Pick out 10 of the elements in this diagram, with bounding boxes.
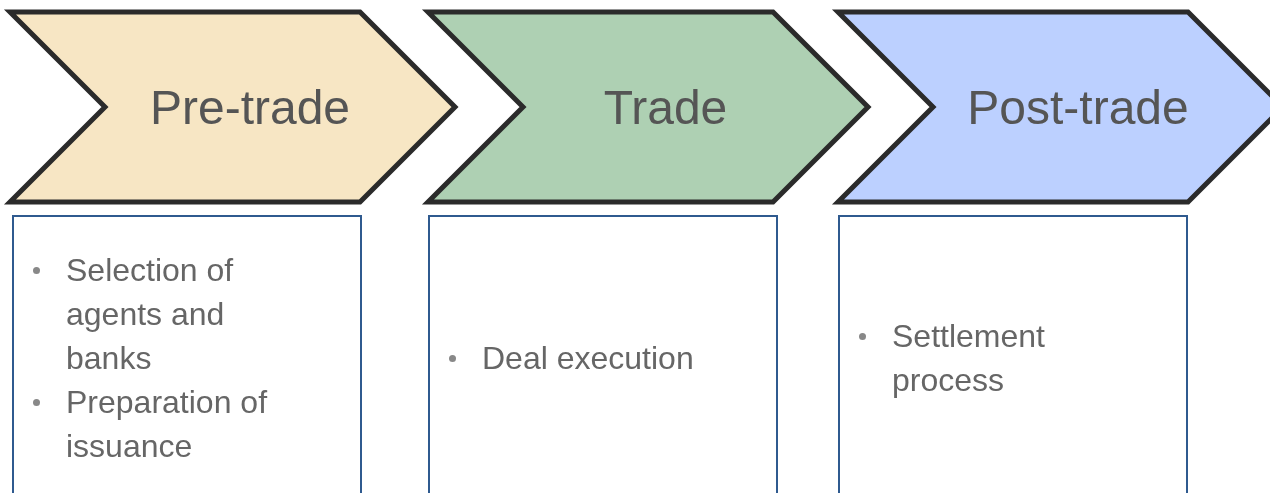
stage-label: Post-trade: [967, 79, 1189, 135]
text-panel: [838, 215, 1188, 493]
bullet-item: Selection of agents and banks: [66, 248, 286, 380]
stage-label: Pre-trade: [149, 79, 351, 135]
text-panel: [12, 215, 362, 493]
stage-label: Trade: [603, 79, 728, 135]
bullet-item: Settlement process: [892, 314, 1112, 402]
text-panel: [428, 215, 778, 493]
bullet-item: Deal execution: [482, 336, 702, 380]
bullet-item: Preparation of issuance: [66, 380, 286, 468]
